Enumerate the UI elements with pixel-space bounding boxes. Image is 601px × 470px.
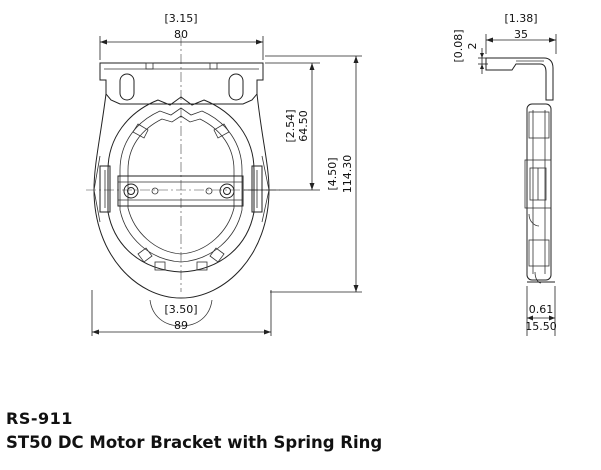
- height-center-inch: [2.54]: [284, 109, 297, 142]
- front-view: [86, 36, 280, 327]
- height-total-mm: 114.30: [341, 155, 354, 194]
- depth-mm: 35: [514, 28, 528, 41]
- width-top-inch: [3.15]: [164, 12, 197, 25]
- width-bottom-mm: 89: [174, 319, 188, 332]
- thickness-inch: [0.08]: [452, 29, 465, 62]
- thickness-mm: 2: [466, 43, 479, 50]
- base-mm: 15.50: [525, 320, 557, 333]
- height-center-mm: 64.50: [297, 110, 310, 142]
- front-view-dimensions: [3.15] 80 [3.50] 89 [2.54] 64.50 [4.50] …: [91, 12, 362, 336]
- side-view: [485, 57, 555, 284]
- width-top-mm: 80: [174, 28, 188, 41]
- side-view-dimensions: [1.38] 35 [0.08] 2 0.61 15.50: [452, 12, 557, 336]
- part-name: ST50 DC Motor Bracket with Spring Ring: [6, 433, 383, 452]
- width-bottom-inch: [3.50]: [164, 303, 197, 316]
- technical-drawing: [3.15] 80 [3.50] 89 [2.54] 64.50 [4.50] …: [86, 12, 557, 336]
- depth-inch: [1.38]: [504, 12, 537, 25]
- base-inch: 0.61: [529, 303, 554, 316]
- part-number: RS-911: [6, 409, 73, 428]
- height-total-inch: [4.50]: [326, 157, 339, 190]
